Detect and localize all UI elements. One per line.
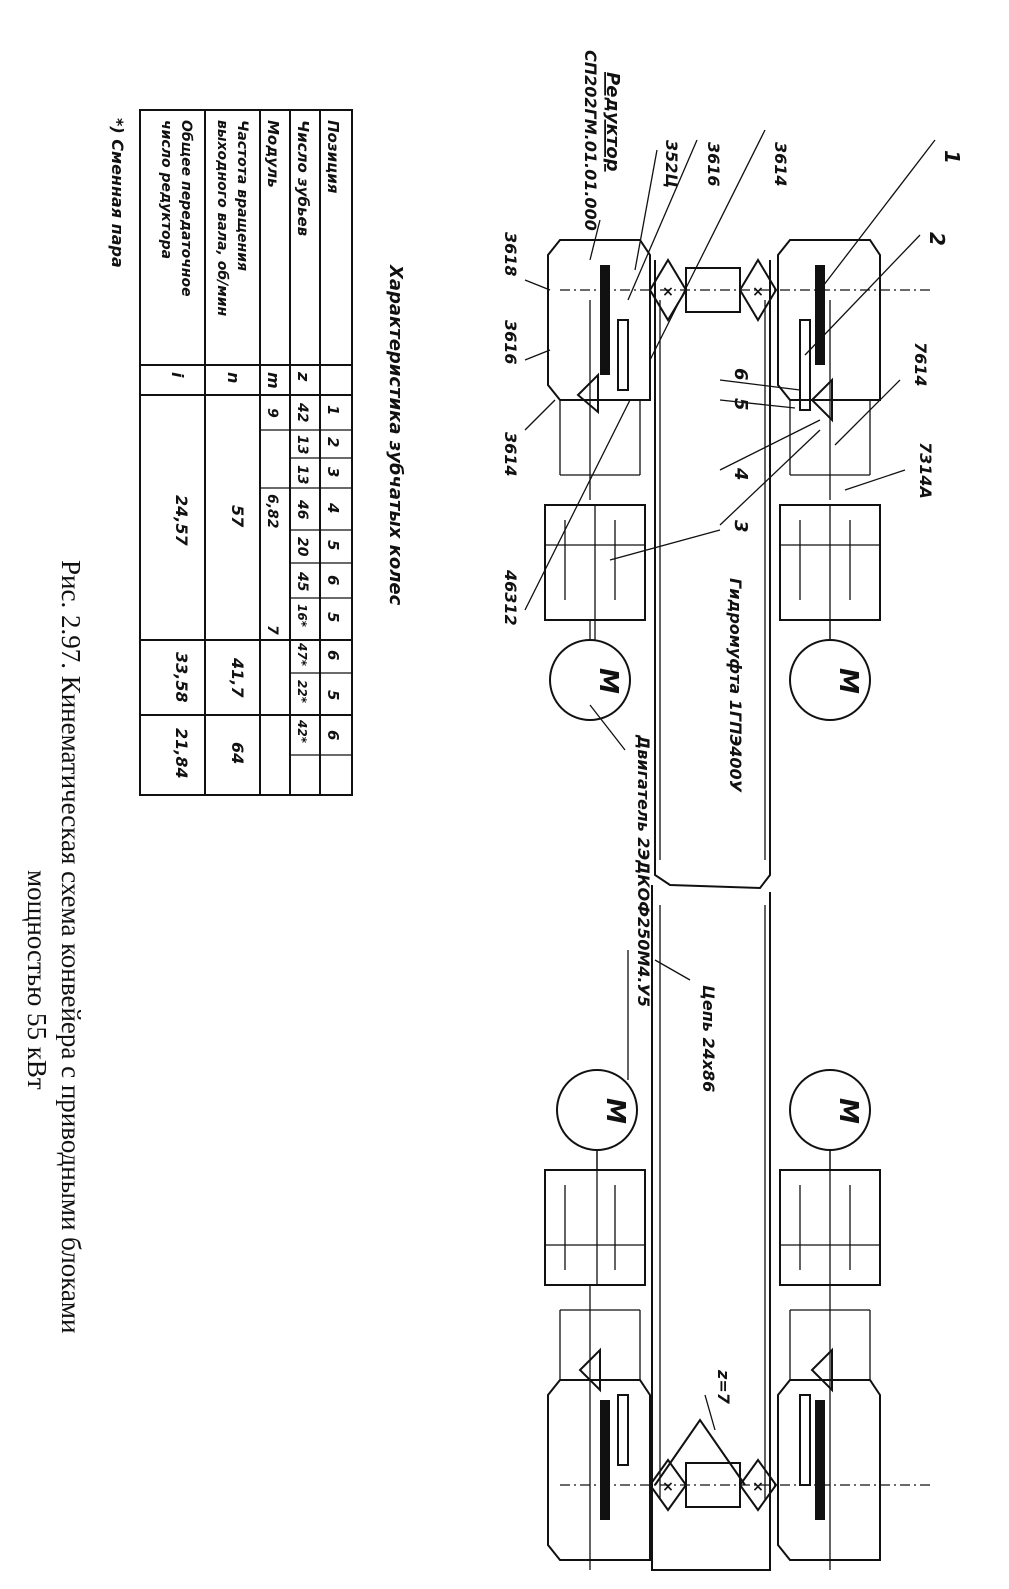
- label-pos3: 3: [730, 520, 751, 533]
- pos-cell: 6: [324, 730, 342, 740]
- module-cell: 6,82: [264, 494, 280, 529]
- freq-cell: 57: [228, 505, 247, 528]
- pos-cell: 6: [324, 650, 342, 660]
- row-label-ratio-1: Общее передаточное: [178, 120, 194, 297]
- row-label-position: Позиция: [324, 120, 342, 194]
- reducer-right-bottom: [777, 1285, 881, 1570]
- label-3618: 3618: [501, 232, 520, 277]
- teeth-cell: 22*: [295, 680, 309, 704]
- conveyor-frame: [651, 260, 771, 1571]
- label-3616-top: 3616: [704, 142, 723, 187]
- label-7614: 7614: [911, 342, 930, 387]
- label-chain: Цепь 24х86: [699, 985, 718, 1092]
- diagram-labels: 1 2 7614 7314А 6 5 4 3 3614 3616 352Ц Ре…: [501, 50, 964, 1405]
- label-pos6: 6: [730, 368, 751, 381]
- module-cell: 9: [264, 408, 280, 418]
- svg-text:×: ×: [662, 1479, 674, 1495]
- coupling-upper-right: [779, 504, 881, 640]
- freq-cell: 64: [228, 742, 247, 764]
- ratio-cell: 24,57: [172, 495, 191, 546]
- motor-m4-label: М: [833, 1098, 863, 1124]
- ratio-cell: 33,58: [172, 652, 191, 703]
- head-sprocket: × ×: [560, 258, 930, 322]
- conveyor-diagram: × ×: [501, 50, 964, 1571]
- label-3614-bottom: 3614: [501, 432, 520, 477]
- label-352: 352Ц: [662, 140, 681, 188]
- teeth-cell: 20: [294, 537, 310, 557]
- teeth-cell: 45: [294, 571, 310, 592]
- label-pos2: 2: [925, 232, 949, 246]
- row-symbol-module: m: [264, 372, 283, 389]
- teeth-cell: 13: [294, 435, 310, 454]
- label-pos1: 1: [940, 150, 964, 164]
- pos-cell: 1: [324, 405, 342, 415]
- label-z7: z=7: [714, 1369, 733, 1405]
- pos-cell: 4: [324, 502, 342, 513]
- label-7314a: 7314А: [916, 442, 935, 499]
- reducer-left-bottom: [547, 1285, 651, 1570]
- label-pos4: 4: [730, 467, 751, 481]
- pos-cell: 5: [324, 690, 342, 700]
- teeth-cell: 13: [294, 465, 310, 484]
- table-title: Характеристика зубчатых колес: [385, 264, 406, 606]
- label-reducer-code: СП202ГМ.01.01.000: [581, 50, 600, 231]
- row-symbol-teeth: z: [294, 371, 313, 382]
- ratio-cell: 21,84: [172, 728, 191, 779]
- reducer-right-top: [777, 239, 881, 500]
- teeth-cell: 16*: [295, 604, 309, 628]
- row-label-ratio-2: число редуктора: [158, 120, 174, 259]
- gear-table: Характеристика зубчатых колес Позиция Чи…: [108, 109, 406, 796]
- leader-lines: [524, 129, 936, 1431]
- motor-upper-right: [789, 620, 871, 721]
- label-motor: Двигатель 2ЭДКОФ250М4.У5: [634, 734, 653, 1007]
- teeth-cell: 46: [294, 499, 310, 520]
- motor-m1-label: М: [593, 668, 623, 694]
- pos-cell: 2: [324, 437, 342, 447]
- coupling-upper-left: [544, 504, 646, 640]
- motor-m3-label: М: [600, 1098, 630, 1124]
- label-hydro: Гидромуфта 1ГПЭ400У: [726, 578, 745, 793]
- svg-text:×: ×: [752, 284, 764, 300]
- row-label-module: Модуль: [264, 120, 282, 188]
- label-3614-top: 3614: [771, 142, 790, 187]
- table-footnote: *) Сменная пара: [108, 118, 127, 268]
- pos-cell: 3: [324, 467, 342, 477]
- module-cell: 7: [264, 625, 280, 635]
- svg-text:×: ×: [662, 284, 674, 300]
- row-label-freq-2: выходного вала, об/мин: [214, 120, 230, 317]
- svg-text:×: ×: [752, 1479, 764, 1495]
- row-symbol-freq: n: [224, 372, 243, 383]
- coupling-lower-left: [544, 1150, 646, 1286]
- caption-line1: Рис. 2.97. Кинематическая схема конвейер…: [56, 560, 86, 1333]
- reducer-left-top: [547, 239, 651, 500]
- label-reducer-title: Редуктор: [602, 72, 623, 172]
- label-3616-bottom: 3616: [501, 320, 520, 365]
- row-label-teeth: Число зубьев: [294, 120, 312, 236]
- freq-cell: 41,7: [228, 657, 247, 698]
- figure-caption: Рис. 2.97. Кинематическая схема конвейер…: [22, 560, 86, 1333]
- teeth-cell: 42: [294, 402, 310, 422]
- coupling-lower-right: [779, 1150, 881, 1286]
- caption-line2: мощностью 55 кВт: [22, 870, 52, 1090]
- teeth-cell: 42*: [295, 719, 309, 744]
- row-label-freq-1: Частота вращения: [234, 120, 250, 271]
- row-symbol-ratio: i: [168, 372, 187, 378]
- motor-upper-left: [549, 620, 631, 721]
- motor-m2-label: М: [833, 668, 863, 694]
- label-46312: 46312: [501, 569, 520, 626]
- teeth-cell: 47*: [295, 642, 309, 667]
- label-pos5: 5: [730, 398, 751, 411]
- tail-sprocket: × ×: [560, 1418, 930, 1512]
- pos-cell: 5: [324, 540, 342, 550]
- pos-cell: 5: [324, 612, 342, 622]
- pos-cell: 6: [324, 575, 342, 585]
